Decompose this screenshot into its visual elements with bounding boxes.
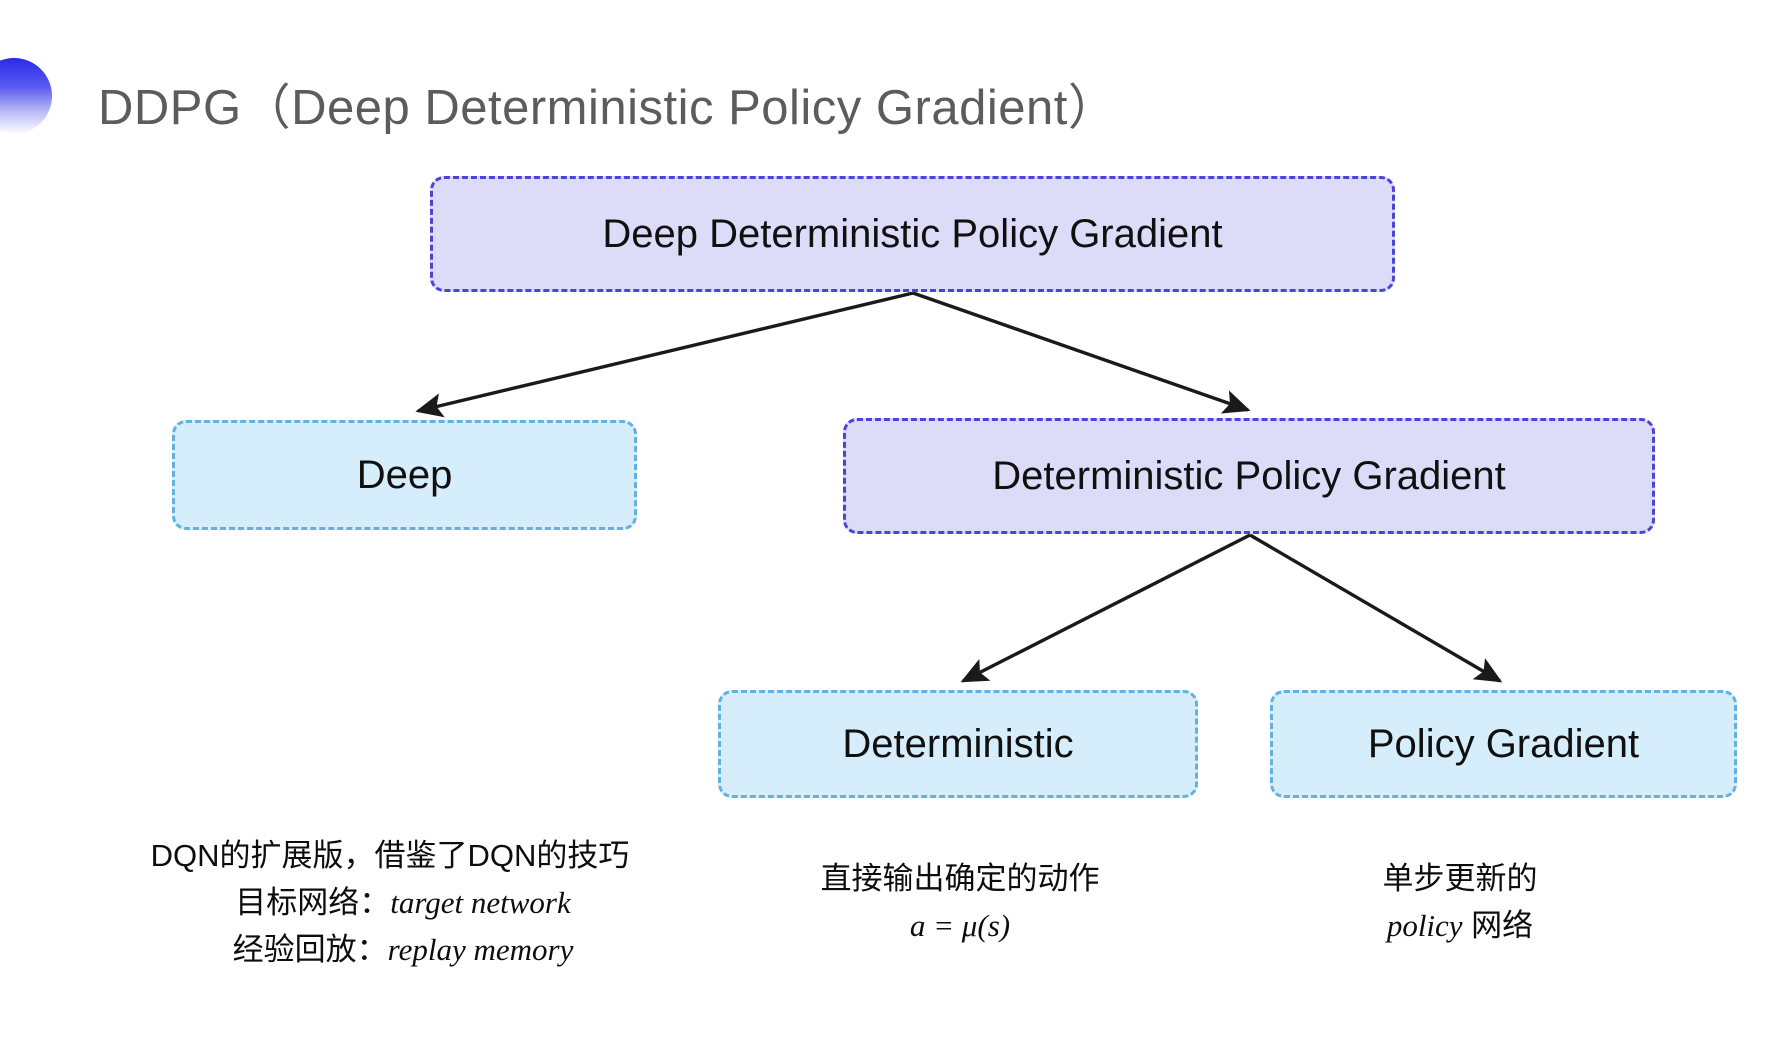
page-title: DDPG（Deep Deterministic Policy Gradient） (98, 81, 1118, 135)
edge-dpg-to-deterministic (960, 533, 1251, 683)
caption-deterministic-formula: a = μ(s) (909, 908, 1011, 944)
node-deterministic-policy-gradient[interactable]: Deterministic Policy Gradient (843, 418, 1655, 534)
caption-deep: DQN的扩展版，借鉴了DQN的技巧 目标网络：target network 经验… (60, 832, 720, 973)
node-label: Deep (356, 453, 453, 497)
node-label: Deterministic (842, 722, 1074, 766)
caption-deep-line3: 经验回放：replay memory (60, 926, 720, 973)
caption-policy-gradient-line1: 单步更新的 (1382, 861, 1538, 896)
caption-policy-gradient-term: policy (1386, 908, 1463, 944)
caption-deep-line3-term: replay memory (387, 932, 574, 968)
node-policy-gradient[interactable]: Policy Gradient (1270, 690, 1737, 798)
title-bullet-icon (0, 58, 52, 134)
edge-dpg-to-policy-gradient (1249, 533, 1503, 683)
caption-policy-gradient-suffix: 网络 (1462, 908, 1534, 944)
edge-root-to-dpg (912, 291, 1251, 414)
edge-root-to-deep (415, 291, 914, 418)
caption-deep-line2: 目标网络：target network (60, 879, 720, 926)
node-deep-deterministic-policy-gradient[interactable]: Deep Deterministic Policy Gradient (430, 176, 1395, 292)
caption-deep-line2-term: target network (390, 885, 571, 921)
caption-deep-line2-label: 目标网络： (235, 885, 391, 921)
node-label: Policy Gradient (1367, 722, 1640, 766)
caption-deterministic: 直接输出确定的动作 a = μ(s) (700, 855, 1220, 949)
node-deep[interactable]: Deep (172, 420, 637, 530)
caption-policy-gradient-line2: policy 网络 (1240, 902, 1680, 949)
caption-policy-gradient: 单步更新的 policy 网络 (1240, 855, 1680, 949)
node-deterministic[interactable]: Deterministic (718, 690, 1198, 798)
node-label: Deterministic Policy Gradient (992, 454, 1506, 498)
caption-deep-line1: DQN的扩展版，借鉴了DQN的技巧 (150, 838, 630, 873)
caption-deep-line3-label: 经验回放： (232, 932, 388, 968)
node-label: Deep Deterministic Policy Gradient (602, 212, 1223, 256)
caption-deterministic-line1: 直接输出确定的动作 (820, 861, 1100, 896)
